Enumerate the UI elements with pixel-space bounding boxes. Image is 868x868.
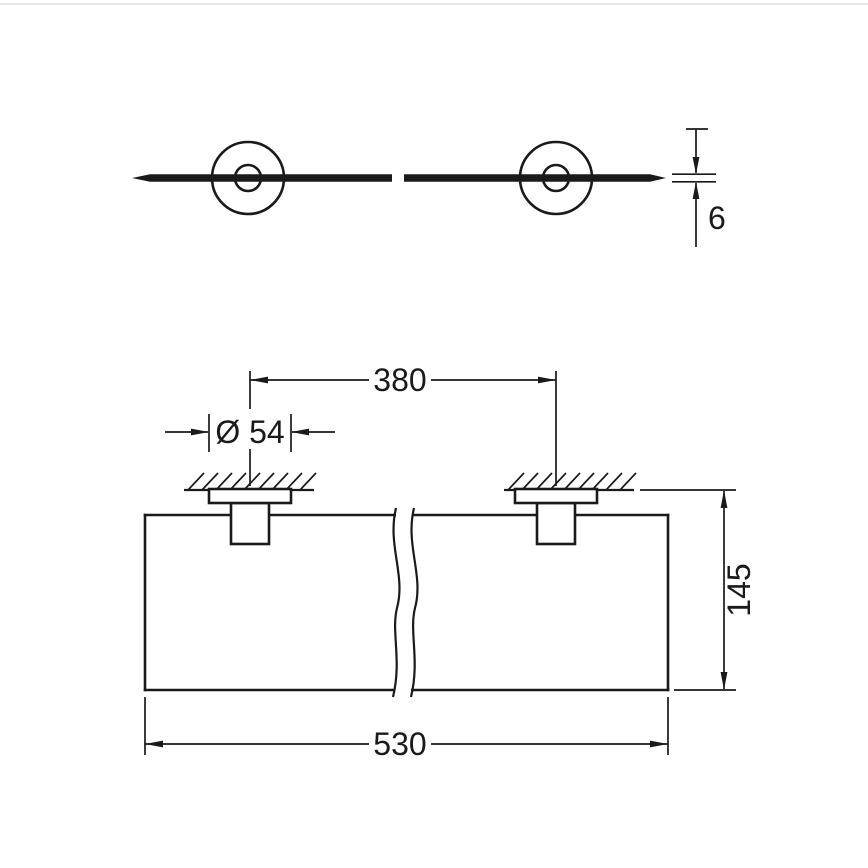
dim-label-shelf-depth: 145 xyxy=(721,563,757,616)
shelf-panel-outline xyxy=(143,507,670,698)
plan-view: 380 Ø 54 145 53 xyxy=(143,362,757,762)
arrow-right-icon xyxy=(650,740,668,748)
dim-rosette-diameter: Ø 54 xyxy=(165,414,335,452)
arrow-left-icon xyxy=(145,740,163,748)
dim-label-thickness: 6 xyxy=(708,200,726,236)
arrow-left-icon xyxy=(250,376,268,384)
arrow-down-icon xyxy=(720,672,728,690)
arrow-up-icon xyxy=(692,181,700,199)
mount-flange-right xyxy=(513,487,599,505)
break-line-left xyxy=(391,507,401,698)
dim-label-shelf-width: 530 xyxy=(373,726,426,762)
dim-shelf-width: 530 xyxy=(144,697,669,762)
arrow-down-icon xyxy=(692,157,700,175)
mount-stem-left xyxy=(229,501,271,546)
arrow-up-icon xyxy=(720,490,728,508)
glass-edge-right-segment xyxy=(404,174,666,182)
mount-stem-right xyxy=(535,501,577,546)
wall-hatch-right xyxy=(504,472,637,492)
dim-shelf-depth: 145 xyxy=(640,489,757,691)
break-line-right xyxy=(409,507,419,698)
dim-mount-spacing: 380 xyxy=(249,362,557,486)
glass-edge-left-segment xyxy=(132,174,392,182)
mount-flange-left xyxy=(207,487,293,505)
dim-label-rosette-diameter: Ø 54 xyxy=(215,414,284,450)
dim-glass-thickness: 6 xyxy=(672,128,726,247)
dim-label-mount-spacing: 380 xyxy=(373,362,426,398)
arrow-left-icon xyxy=(291,428,309,436)
arrow-right-icon xyxy=(191,428,209,436)
front-view: 6 xyxy=(132,128,726,247)
arrow-right-icon xyxy=(538,376,556,384)
